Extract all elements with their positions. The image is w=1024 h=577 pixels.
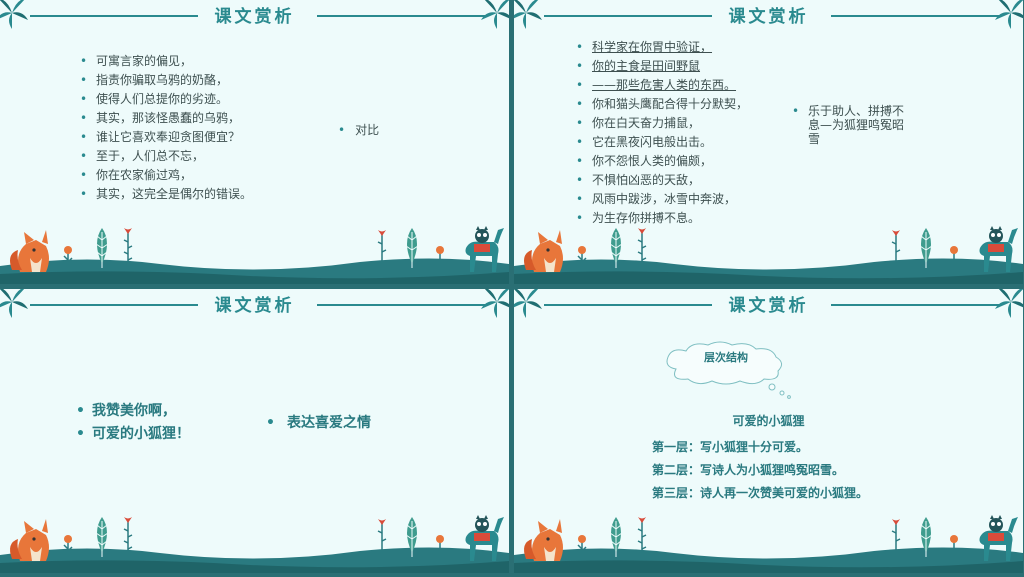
layer-item: 第三层：诗人再一次赞美可爱的小狐狸。 [652, 486, 869, 500]
forest-scene-illustration [514, 513, 1023, 573]
list-item: 指责你骗取乌鸦的奶酪， [80, 71, 252, 90]
leaf-corner-icon [479, 289, 509, 319]
side-note: •表达喜爱之情 [266, 415, 371, 431]
slide-title: 课文赏析 [728, 7, 809, 27]
poem-lines: 我赞美你啊， 可爱的小狐狸！ [76, 400, 190, 446]
slide-title: 课文赏析 [214, 7, 295, 27]
list-item: 不惧怕凶恶的天敌， [576, 171, 748, 190]
poem-lines: 科学家在你胃中验证， 你的主食是田间野鼠 ——那些危害人类的东西。 你和猫头鹰配… [576, 38, 748, 228]
list-item: 你在农家偷过鸡， [80, 166, 252, 185]
list-item: 可寓言家的偏见， [80, 52, 252, 71]
slide-title: 课文赏析 [728, 296, 809, 316]
thought-cloud-icon [666, 341, 791, 399]
side-note: •对比 [338, 123, 380, 137]
poem-lines: 可寓言家的偏见， 指责你骗取乌鸦的奶酪， 使得人们总提你的劣迹。 其实，那该怪愚… [80, 52, 252, 204]
list-item: 我赞美你啊， [76, 400, 190, 423]
title-bar: 课文赏析 [514, 289, 1023, 321]
list-item: 至于，人们总不忘， [80, 147, 252, 166]
title-divider [831, 304, 999, 306]
list-item: 其实，那该怪愚蠢的乌鸦， [80, 109, 252, 128]
layer-item: 第二层：写诗人为小狐狸鸣冤昭雪。 [652, 463, 845, 477]
title-divider [544, 304, 712, 306]
title-divider [317, 15, 485, 17]
leaf-corner-icon [479, 0, 509, 30]
list-item: 为生存你拼搏不息。 [576, 209, 748, 228]
title-bar: 课文赏析 [0, 0, 509, 32]
slide-4[interactable]: 课文赏析 层次结构 可爱的小狐狸 第一层：写小狐狸十分可爱。 第二层：写诗人为小… [514, 289, 1023, 573]
slide-2[interactable]: 课文赏析 科学家在你胃中验证， 你的主食是田间野鼠 ——那些危害人类的东西。 你… [514, 0, 1023, 284]
list-item: 你不怨恨人类的偏颇， [576, 152, 748, 171]
list-item: 使得人们总提你的劣迹。 [80, 90, 252, 109]
list-item: 科学家在你胃中验证， [576, 38, 748, 57]
forest-scene-illustration [0, 224, 509, 284]
title-bar: 课文赏析 [514, 0, 1023, 32]
section-heading: 可爱的小狐狸 [732, 414, 805, 428]
title-divider [30, 15, 198, 17]
title-divider [544, 15, 712, 17]
leaf-corner-icon [993, 0, 1023, 30]
list-item: 可爱的小狐狸！ [76, 423, 190, 446]
list-item: 它在黑夜闪电般出击。 [576, 133, 748, 152]
list-item: 你在白天奋力捕鼠， [576, 114, 748, 133]
title-divider [831, 15, 999, 17]
leaf-corner-icon [993, 289, 1023, 319]
slide-1[interactable]: 课文赏析 可寓言家的偏见， 指责你骗取乌鸦的奶酪， 使得人们总提你的劣迹。 其实… [0, 0, 509, 284]
layer-list: 第一层：写小狐狸十分可爱。 第二层：写诗人为小狐狸鸣冤昭雪。 第三层：诗人再一次… [652, 436, 868, 505]
title-divider [317, 304, 485, 306]
list-item: 风雨中跋涉，冰雪中奔波， [576, 190, 748, 209]
title-bar: 课文赏析 [0, 289, 509, 321]
forest-scene-illustration [0, 513, 509, 573]
list-item: 其实，这完全是偶尔的错误。 [80, 185, 252, 204]
side-note: 乐于助人、拼搏不息—为狐狸鸣冤昭雪 [792, 104, 904, 146]
slide-3[interactable]: 课文赏析 我赞美你啊， 可爱的小狐狸！ •表达喜爱之情 [0, 289, 509, 573]
forest-scene-illustration [514, 224, 1023, 284]
layer-item: 第一层：写小狐狸十分可爱。 [652, 440, 809, 454]
list-item: ——那些危害人类的东西。 [576, 76, 748, 95]
list-item: 谁让它喜欢奉迎贪图便宜？ [80, 128, 252, 147]
list-item: 你的主食是田间野鼠 [576, 57, 748, 76]
slide-title: 课文赏析 [214, 296, 295, 316]
title-divider [30, 304, 198, 306]
cloud-label: 层次结构 [704, 351, 748, 364]
list-item: 你和猫头鹰配合得十分默契， [576, 95, 748, 114]
